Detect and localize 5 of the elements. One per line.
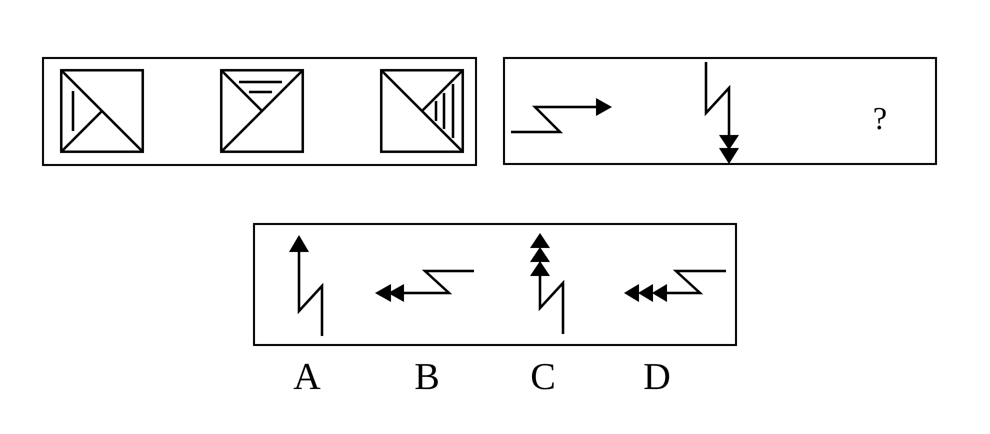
question-mark: ? [872, 102, 888, 134]
option-letter: B [413, 358, 441, 396]
option-letter: A [292, 358, 322, 396]
option-letter: C [529, 358, 557, 396]
option-letter: D [642, 358, 672, 396]
